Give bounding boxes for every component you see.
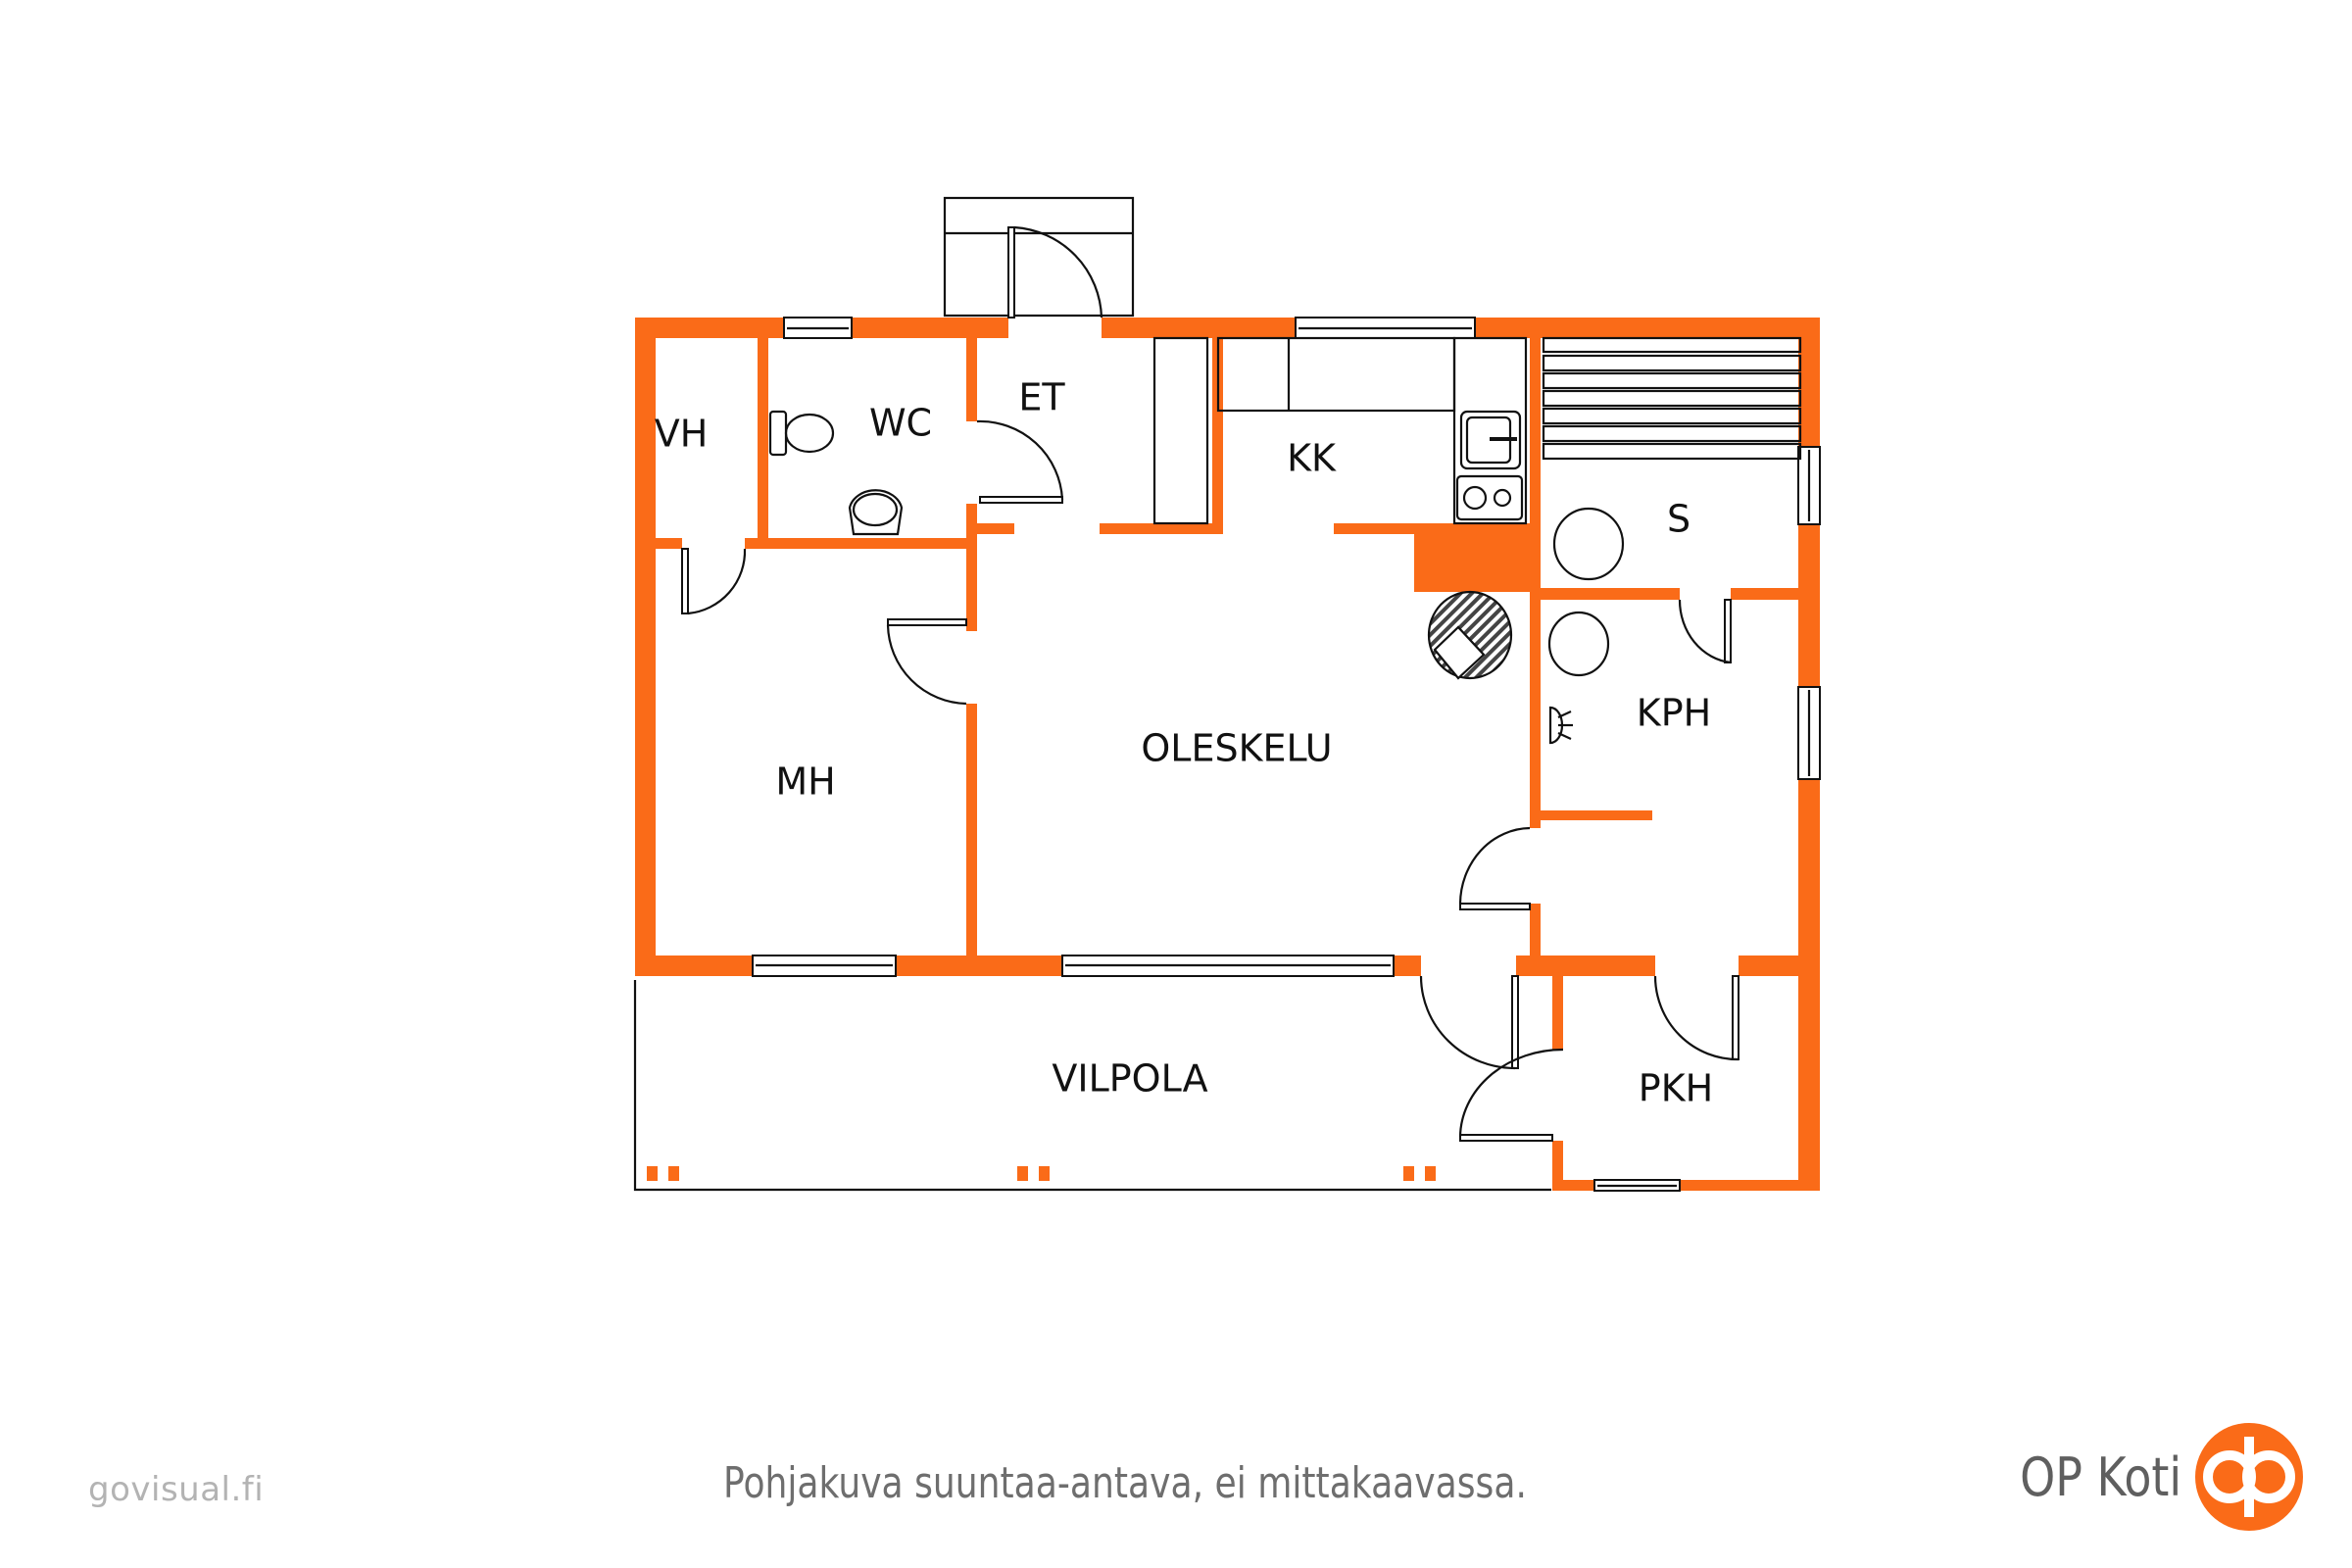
door-wc bbox=[976, 419, 1064, 504]
door-pkh-kph bbox=[1653, 975, 1740, 1061]
room-label-et: ET bbox=[1018, 376, 1065, 419]
wc-sink-icon bbox=[848, 489, 904, 536]
room-labels: VH WC ET KK S MH OLESKELU KPH VILPOLA PK… bbox=[655, 376, 1714, 1110]
brand-name: OP Koti bbox=[2020, 1446, 2182, 1508]
door-sauna bbox=[1678, 599, 1732, 664]
room-label-pkh: PKH bbox=[1639, 1067, 1713, 1110]
watermark-govisual: govisual.fi bbox=[88, 1470, 265, 1509]
window-kph bbox=[1797, 686, 1821, 780]
doors bbox=[681, 225, 1740, 1142]
entry-porch bbox=[943, 196, 1135, 318]
door-mh bbox=[886, 618, 967, 706]
door-vh bbox=[681, 548, 747, 615]
sink-kitchen-icon bbox=[1459, 410, 1522, 470]
closet-et bbox=[1152, 336, 1209, 525]
fireplace-icon bbox=[1427, 590, 1513, 680]
fixtures bbox=[768, 336, 1802, 745]
door-entry bbox=[1007, 225, 1103, 318]
room-label-s: S bbox=[1667, 498, 1690, 541]
kitchen-counter bbox=[1216, 336, 1528, 525]
stove-icon bbox=[1455, 474, 1524, 521]
room-label-kph: KPH bbox=[1637, 692, 1711, 735]
room-label-oleskelu: OLESKELU bbox=[1141, 727, 1332, 770]
op-logo-icon bbox=[2195, 1423, 2304, 1531]
sauna-stove-icon bbox=[1552, 507, 1625, 581]
room-label-mh: MH bbox=[775, 760, 835, 804]
door-vilpola bbox=[1419, 975, 1519, 1070]
sauna-benches-icon bbox=[1542, 336, 1802, 461]
room-label-wc: WC bbox=[869, 402, 932, 445]
window-pkh bbox=[1593, 1179, 1681, 1192]
walls bbox=[635, 318, 1820, 1191]
washer-icon bbox=[1547, 611, 1610, 677]
toilet-icon bbox=[768, 410, 835, 457]
brand-op-koti: OP Koti bbox=[1991, 1423, 2304, 1531]
door-pkh-outer bbox=[1458, 1048, 1564, 1142]
window-wc bbox=[783, 317, 853, 339]
window-kk bbox=[1295, 317, 1476, 339]
disclaimer-caption: Pohjakuva suuntaa-antava, ei mittakaavas… bbox=[723, 1458, 1527, 1508]
door-kph bbox=[1458, 826, 1531, 910]
window-oleskelu bbox=[1061, 955, 1395, 977]
shower-icon bbox=[1548, 706, 1573, 745]
window-mh bbox=[752, 955, 897, 977]
room-label-kk: KK bbox=[1287, 437, 1337, 480]
vilpola-outline bbox=[633, 980, 1551, 1192]
room-label-vh: VH bbox=[655, 413, 709, 456]
window-sauna bbox=[1797, 446, 1821, 525]
room-label-vilpola: VILPOLA bbox=[1052, 1057, 1207, 1101]
